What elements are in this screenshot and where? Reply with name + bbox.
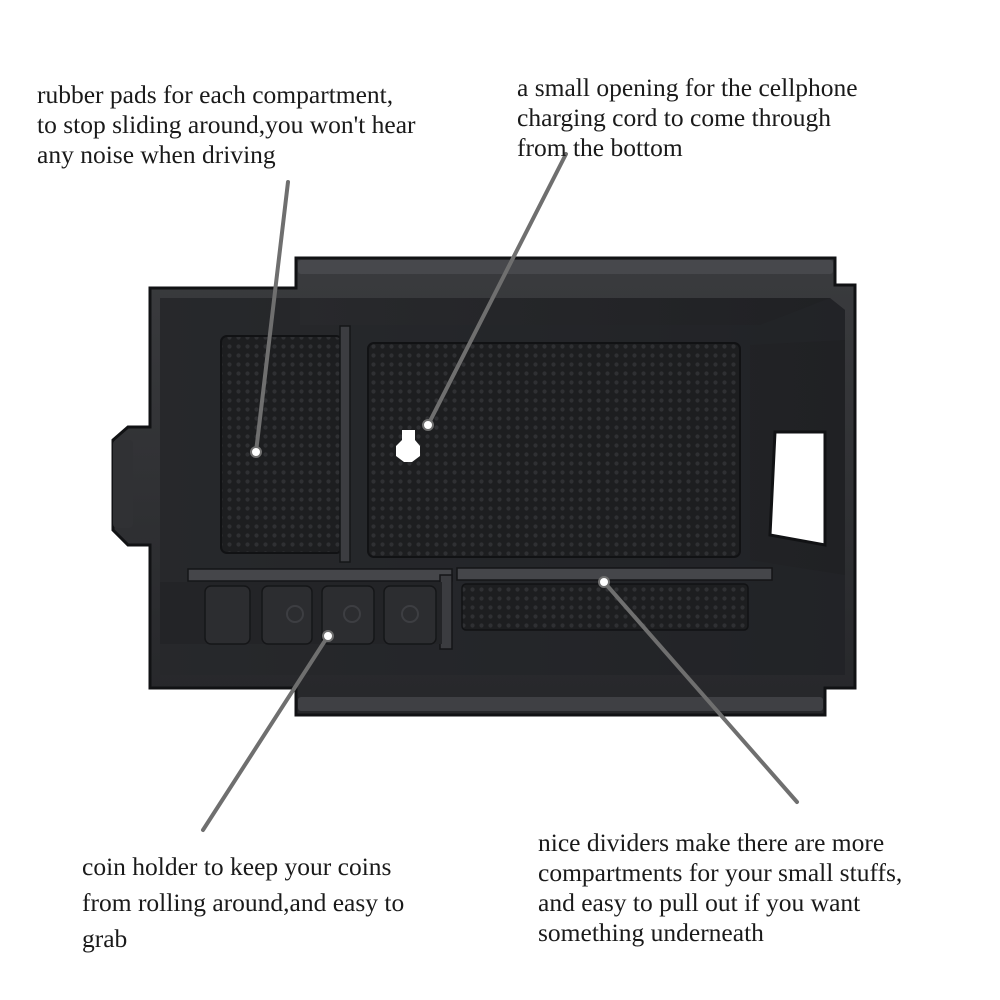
rubber-pad-main — [367, 342, 741, 558]
callout-line: from rolling around,and easy to — [82, 888, 405, 917]
pointer-dots — [250, 419, 610, 642]
pointer-rubber-pads — [254, 180, 290, 454]
callout-line: a small opening for the cellphone — [517, 73, 858, 102]
callout-line: nice dividers make there are more — [538, 828, 885, 857]
vertical-divider — [339, 325, 351, 563]
callout-line: from the bottom — [517, 133, 683, 162]
callout-dividers: nice dividers make there are more compar… — [538, 828, 902, 948]
callout-line: charging cord to come through — [517, 103, 831, 132]
callout-line: rubber pads for each compartment, — [37, 80, 394, 109]
callout-line: to stop sliding around,you won't hear — [37, 110, 416, 139]
cord-opening — [396, 430, 420, 462]
callout-phone-opening: a small opening for the cellphone chargi… — [517, 73, 858, 163]
callout-line: and easy to pull out if you want — [538, 888, 861, 917]
callout-line: grab — [82, 924, 128, 953]
coin-holder — [160, 582, 442, 645]
pointer-dividers — [602, 580, 799, 804]
rubber-pad-front — [461, 583, 749, 631]
callout-line: something underneath — [538, 918, 764, 947]
callout-line: coin holder to keep your coins — [82, 852, 392, 881]
rubber-pad-left — [220, 335, 343, 554]
callout-rubber-pads: rubber pads for each compartment, to sto… — [37, 80, 416, 170]
pointer-coin-holder — [201, 634, 330, 832]
callout-coin-holder: coin holder to keep your coins from roll… — [82, 849, 404, 957]
front-dividers — [187, 567, 773, 650]
callout-line: compartments for your small stuffs, — [538, 858, 903, 887]
pointer-cord-opening — [426, 152, 568, 427]
callout-line: any noise when driving — [37, 140, 276, 169]
pointer-lines — [201, 152, 799, 832]
